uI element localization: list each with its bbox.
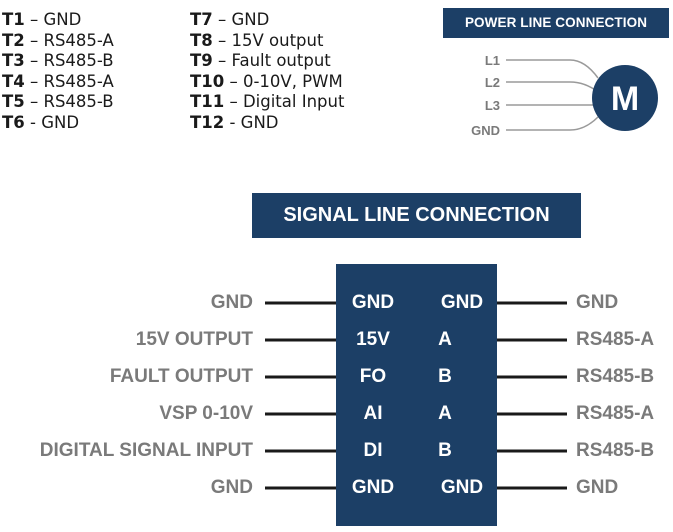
- signal-right-pin: GND: [440, 477, 484, 498]
- signal-left-label: VSP 0-10V: [159, 403, 253, 424]
- terminal-function: – GND: [24, 10, 82, 29]
- terminal-function: – RS485-A: [24, 30, 114, 50]
- signal-wire-left: [265, 412, 336, 416]
- signal-right-pin: A: [438, 329, 452, 350]
- signal-wire-right: [497, 486, 567, 490]
- power-line-label: L3: [485, 98, 500, 113]
- signal-wire-left: [265, 449, 336, 453]
- signal-wire-left: [265, 338, 336, 342]
- signal-wire-left: [265, 486, 336, 490]
- signal-left-label: GND: [210, 477, 253, 498]
- signal-wire-right: [497, 338, 567, 342]
- terminal-row: T2 – RS485-A: [2, 31, 114, 52]
- connector-block: [336, 264, 497, 526]
- signal-right-pin: GND: [440, 292, 484, 313]
- signal-wire-right: [497, 301, 567, 305]
- signal-right-label: GND: [576, 292, 619, 313]
- terminal-row: T8 – 15V output: [190, 31, 344, 52]
- terminal-id: T12: [190, 112, 225, 132]
- terminal-function: – 15V output: [212, 30, 324, 50]
- terminal-row: T3 – RS485-B: [2, 51, 114, 72]
- signal-right-label: GND: [576, 477, 619, 498]
- terminal-function: – Digital Input: [224, 92, 345, 112]
- terminal-id: T11: [190, 92, 225, 112]
- power-line-label: L2: [485, 75, 500, 90]
- terminal-function: – RS485-B: [24, 92, 114, 112]
- terminal-row: T4 – RS485-A: [2, 72, 114, 93]
- terminal-row: T7 – GND: [190, 10, 344, 31]
- signal-right-pin: A: [438, 403, 452, 424]
- signal-right-pin: B: [438, 440, 452, 461]
- power-line-wire: [506, 59, 599, 79]
- signal-left-label: FAULT OUTPUT: [109, 366, 253, 387]
- signal-wire-left: [265, 375, 336, 379]
- signal-right-label: RS485-A: [576, 329, 655, 350]
- signal-left-label: DIGITAL SIGNAL INPUT: [39, 440, 253, 461]
- signal-left-pin: GND: [351, 292, 395, 313]
- terminal-row: T11 – Digital Input: [190, 92, 344, 113]
- signal-left-pin: 15V: [356, 329, 390, 350]
- terminal-id: T6: [2, 112, 25, 132]
- power-line-title: POWER LINE CONNECTION: [443, 8, 669, 38]
- motor-label: M: [611, 80, 639, 118]
- power-line-wire: [506, 81, 599, 93]
- signal-left-label: GND: [210, 292, 253, 313]
- terminal-row: T12 - GND: [190, 113, 344, 134]
- signal-left-pin: GND: [351, 477, 395, 498]
- terminal-id: T2: [2, 30, 25, 50]
- terminal-function: - GND: [24, 112, 80, 132]
- power-line-label: GND: [471, 123, 500, 138]
- signal-right-label: RS485-A: [576, 403, 655, 424]
- signal-right-pin: B: [438, 366, 452, 387]
- signal-right-label: RS485-B: [576, 440, 655, 461]
- signal-wire-right: [497, 412, 567, 416]
- terminal-id: T7: [190, 10, 213, 29]
- signal-left-label: 15V OUTPUT: [135, 329, 253, 350]
- terminal-row: T1 – GND: [2, 10, 114, 31]
- signal-right-label: RS485-B: [576, 366, 655, 387]
- terminal-function: – Fault output: [212, 51, 331, 71]
- terminal-id: T1: [2, 10, 25, 29]
- signal-left-pin: DI: [363, 440, 383, 461]
- terminal-id: T4: [2, 71, 25, 91]
- signal-wire-right: [497, 375, 567, 379]
- signal-left-pin: AI: [363, 403, 383, 424]
- terminal-row: T9 – Fault output: [190, 51, 344, 72]
- power-line-wire: [506, 116, 599, 131]
- motor-circle: [592, 65, 658, 131]
- power-line-label: L1: [485, 53, 500, 68]
- terminal-id: T10: [190, 71, 225, 91]
- terminal-function: – RS485-A: [24, 71, 114, 91]
- terminal-id: T8: [190, 30, 213, 50]
- terminal-id: T3: [2, 51, 25, 71]
- signal-line-title: SIGNAL LINE CONNECTION: [252, 193, 581, 238]
- terminal-function: – RS485-B: [24, 51, 114, 71]
- signal-wire-right: [497, 449, 567, 453]
- terminal-row: T10 – 0-10V, PWM: [190, 72, 344, 93]
- terminal-row: T5 – RS485-B: [2, 92, 114, 113]
- signal-wire-left: [265, 301, 336, 305]
- terminal-function: – 0-10V, PWM: [224, 71, 343, 91]
- terminal-row: T6 - GND: [2, 113, 114, 134]
- terminal-id: T5: [2, 92, 25, 112]
- terminal-id: T9: [190, 51, 213, 71]
- terminal-function: – GND: [212, 10, 270, 29]
- terminal-function: - GND: [224, 112, 279, 132]
- signal-left-pin: FO: [359, 366, 387, 387]
